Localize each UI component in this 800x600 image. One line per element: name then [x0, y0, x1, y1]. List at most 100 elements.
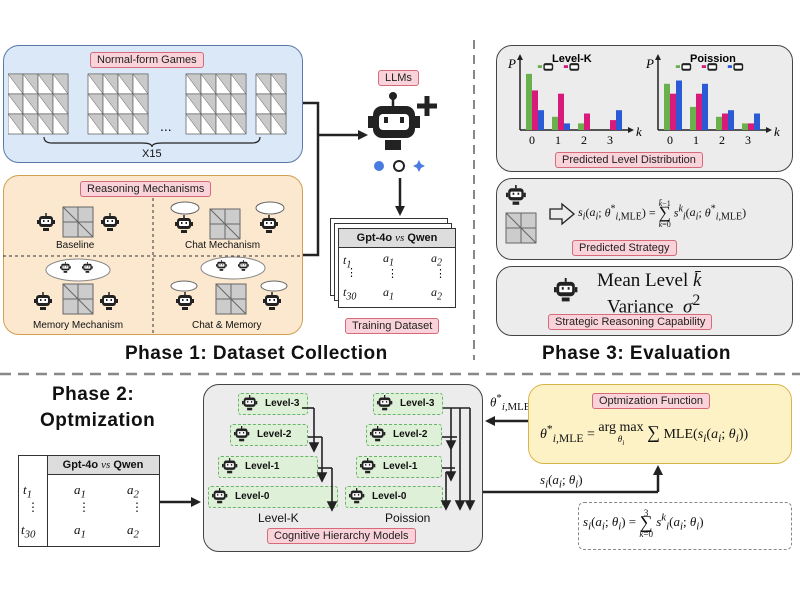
input-cell-a1-top: a1 — [74, 482, 86, 501]
training-table-header: Gpt-4o vs Qwen — [339, 229, 455, 248]
input-cell-dots-1: ⋮ — [78, 500, 90, 514]
bar — [564, 123, 570, 130]
mechanism-dividers — [3, 198, 303, 335]
bar — [584, 113, 590, 130]
cell-a1-bottom: a1 — [383, 285, 394, 303]
ellipsis: ... — [160, 118, 172, 134]
bar — [538, 110, 544, 130]
phase1-title: Phase 1: Dataset Collection — [125, 343, 388, 364]
bar — [696, 93, 702, 130]
input-row-dots: ⋮ — [27, 500, 39, 514]
chart-title: Level-K — [552, 53, 592, 65]
x-label: k — [774, 124, 780, 139]
bar — [616, 110, 622, 130]
predicted-strategy-label: Predicted Strategy — [572, 240, 677, 256]
tick-label: 2 — [719, 133, 725, 147]
poisson-box-3: Level-3 — [373, 393, 443, 415]
mean-level-text: Mean Level k̄ — [597, 270, 702, 291]
optimization-function-label: Optmization Function — [592, 393, 710, 409]
si-sum-box — [578, 502, 792, 550]
cell-a1-top: a1 — [383, 251, 394, 269]
game-matrices — [8, 73, 287, 135]
mechanism-memory: Memory Mechanism — [33, 320, 124, 331]
input-row-t1: t1 — [23, 482, 33, 501]
bar — [748, 123, 754, 130]
tick-label: 0 — [529, 133, 535, 147]
bar — [610, 120, 616, 130]
baseline-illustration — [37, 206, 119, 238]
bar — [532, 90, 538, 130]
strategy-robot-matrix — [505, 185, 576, 244]
tick-label: 0 — [667, 133, 673, 147]
cognitive-hierarchy-label: Cognitive Hierarchy Models — [267, 528, 416, 544]
levelk-box-0: Level-0 — [208, 486, 338, 508]
si-label: si(ai; θi) — [540, 472, 583, 491]
variance-text: Variance σ2 — [607, 292, 701, 318]
strategic-capability-label: Strategic Reasoning Capability — [548, 314, 713, 330]
row-dots: ⋮ — [346, 267, 357, 279]
phase3-title: Phase 3: Evaluation — [542, 343, 732, 364]
bar — [728, 110, 734, 130]
chat-illustration — [170, 201, 285, 240]
tick-label: 3 — [607, 133, 613, 147]
evaluation-robot-icon — [554, 278, 578, 302]
mechanism-chat-memory: Chat & Memory — [192, 320, 262, 331]
input-cell-a1-bottom: a1 — [74, 522, 86, 541]
tick-label: 1 — [555, 133, 561, 147]
tick-label: 3 — [745, 133, 751, 147]
si-sum-formula: si(ai; θi) = 3∑k=0 ski(ai; θi) — [583, 508, 704, 539]
levelk-caption: Level-K — [258, 511, 299, 525]
bar — [742, 123, 748, 130]
memory-illustration — [34, 258, 118, 315]
bar — [754, 113, 760, 130]
phase2-title-line2: Optmization — [40, 410, 156, 431]
chart-title: Poission — [690, 53, 736, 65]
predicted-level-distribution-label: Predicted Level Distribution — [555, 152, 703, 168]
chart-1: Pk Poission 0 1 2 3 — [645, 53, 780, 147]
poisson-box-0: Level-0 — [345, 486, 443, 508]
training-dataset-label: Training Dataset — [345, 318, 440, 334]
brace — [43, 136, 261, 147]
training-dataset-table: Gpt-4o vs Qwen t1 ⋮ t30 a1 a2 ⋮ ⋮ a1 a2 — [338, 228, 456, 308]
input-row-t30: t30 — [21, 522, 36, 541]
levelk-box-2: Level-2 — [230, 424, 308, 446]
cell-dots-2: ⋮ — [435, 268, 446, 280]
bar — [676, 80, 682, 130]
input-table-header: Gpt-4o vs Qwen — [47, 456, 159, 475]
cell-a2-top: a2 — [431, 251, 442, 269]
cell-dots-1: ⋮ — [387, 268, 398, 280]
x-label: k — [636, 124, 642, 139]
llm-robot-icon — [368, 92, 437, 172]
bar — [670, 93, 676, 130]
mechanism-chat: Chat Mechanism — [185, 240, 261, 251]
bar — [690, 106, 696, 130]
reasoning-mechanisms-label: Reasoning Mechanisms — [80, 181, 212, 197]
y-label: P — [507, 56, 516, 71]
bar — [664, 83, 670, 130]
bar — [722, 113, 728, 130]
poisson-caption: Poission — [385, 511, 431, 525]
tick-label: 1 — [693, 133, 699, 147]
mechanism-baseline: Baseline — [56, 240, 95, 251]
input-cell-a2-bottom: a2 — [127, 522, 139, 541]
y-label: P — [645, 56, 654, 71]
bar — [702, 83, 708, 130]
row-label-t1: t1 — [343, 253, 352, 271]
poisson-box-1: Level-1 — [356, 456, 442, 478]
llms-label: LLMs — [378, 70, 419, 86]
bar — [578, 123, 584, 130]
bar — [558, 93, 564, 130]
bar — [552, 116, 558, 130]
optimization-input-table: Gpt-4o vs Qwen t1 ⋮ t30 a1 a2 ⋮ ⋮ a1 a2 — [18, 455, 160, 547]
poisson-box-2: Level-2 — [366, 424, 442, 446]
input-cell-dots-2: ⋮ — [131, 500, 143, 514]
bar — [716, 116, 722, 130]
chat-memory-illustration — [170, 256, 288, 315]
cell-a2-bottom: a2 — [431, 285, 442, 303]
